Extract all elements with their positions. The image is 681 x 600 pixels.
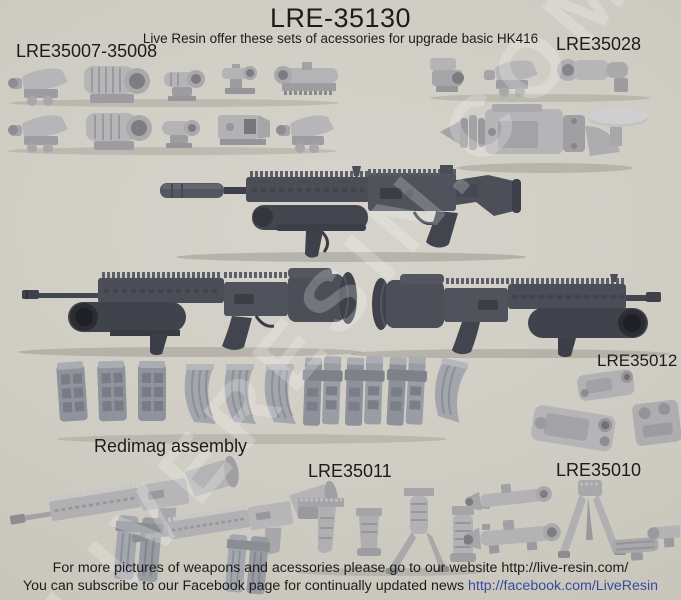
laser-devices-set xyxy=(531,369,681,452)
facebook-link[interactable]: http://facebook.com/LiveResin xyxy=(468,578,659,594)
grip-with-rail xyxy=(298,498,344,553)
mag-ribbed-2 xyxy=(224,364,256,424)
laser-device-peq2 xyxy=(577,369,635,401)
red-dot-sight xyxy=(222,64,257,94)
magnifier-1 xyxy=(164,70,205,101)
scope-acog-nv xyxy=(484,60,538,97)
scope-top xyxy=(465,483,552,511)
cube-sight xyxy=(430,58,464,92)
footer: For more pictures of weapons and acessor… xyxy=(0,559,681,595)
rifle-right-facing xyxy=(372,274,661,358)
footer-line1: For more pictures of weapons and acessor… xyxy=(52,560,629,576)
rifle-left-facing xyxy=(22,268,357,356)
scope-bipod-assembly xyxy=(612,524,680,561)
rifles-middle-band xyxy=(18,268,670,358)
hk416-with-suppressor-and-gl xyxy=(160,165,521,258)
nv-optics-row xyxy=(430,58,650,102)
redimag-rifles xyxy=(9,455,338,595)
laser-device-battery-box xyxy=(632,399,681,446)
footer-line2: You can subscribe to our Facebook page f… xyxy=(0,577,681,595)
rifle-assembled-top xyxy=(160,165,526,262)
page-title: LRE-35130 xyxy=(269,3,412,33)
nv-binocular-body xyxy=(440,104,648,156)
mag-ribbed-1 xyxy=(184,364,216,424)
redimag-carbine-front xyxy=(9,455,239,583)
mag-waffle-3 xyxy=(138,361,166,421)
grip-stubby xyxy=(356,508,382,556)
magnifier-2 xyxy=(162,120,200,148)
optics-row-2 xyxy=(7,113,337,155)
scope-acog-3 xyxy=(276,115,334,153)
scope-acog-2 xyxy=(8,115,68,153)
label-scope-bipod-set: LRE35010 xyxy=(556,460,642,480)
mag-waffle-1 xyxy=(56,361,88,422)
scope-bottom xyxy=(464,519,561,554)
magazines-row xyxy=(56,356,468,444)
mag-coupled-2 xyxy=(344,356,385,426)
scope-bipod-set xyxy=(464,480,680,561)
label-laser-set: LRE35012 xyxy=(597,351,678,370)
footer-line2-text: You can subscribe to our Facebook page f… xyxy=(22,578,469,594)
mag-ribbed-3 xyxy=(264,364,296,424)
mag-coupled-3 xyxy=(386,356,428,426)
scope-long-rail xyxy=(274,62,338,95)
label-redimag: Redimag assembly xyxy=(94,436,248,456)
nv-large-device xyxy=(440,104,648,173)
mag-waffle-2 xyxy=(97,360,127,422)
label-nv-set: LRE35028 xyxy=(556,34,642,54)
page-subtitle: Live Resin offer these sets of acessorie… xyxy=(142,31,539,46)
bipod xyxy=(558,480,626,558)
label-grips-set: LRE35011 xyxy=(308,461,392,481)
mag-ribbed-tilted xyxy=(434,358,468,423)
holographic-sight xyxy=(218,115,270,145)
laser-device-peq15 xyxy=(531,405,616,452)
grip-bipod xyxy=(386,488,449,574)
scope-acog-1 xyxy=(8,68,68,106)
scope-elcan xyxy=(84,66,150,103)
label-optics-set: LRE35007-35008 xyxy=(16,41,158,61)
optics-row-1 xyxy=(8,62,339,107)
scope-elcan-2 xyxy=(86,113,152,150)
nv-monocular xyxy=(557,59,628,92)
mag-coupled-1 xyxy=(302,356,343,426)
